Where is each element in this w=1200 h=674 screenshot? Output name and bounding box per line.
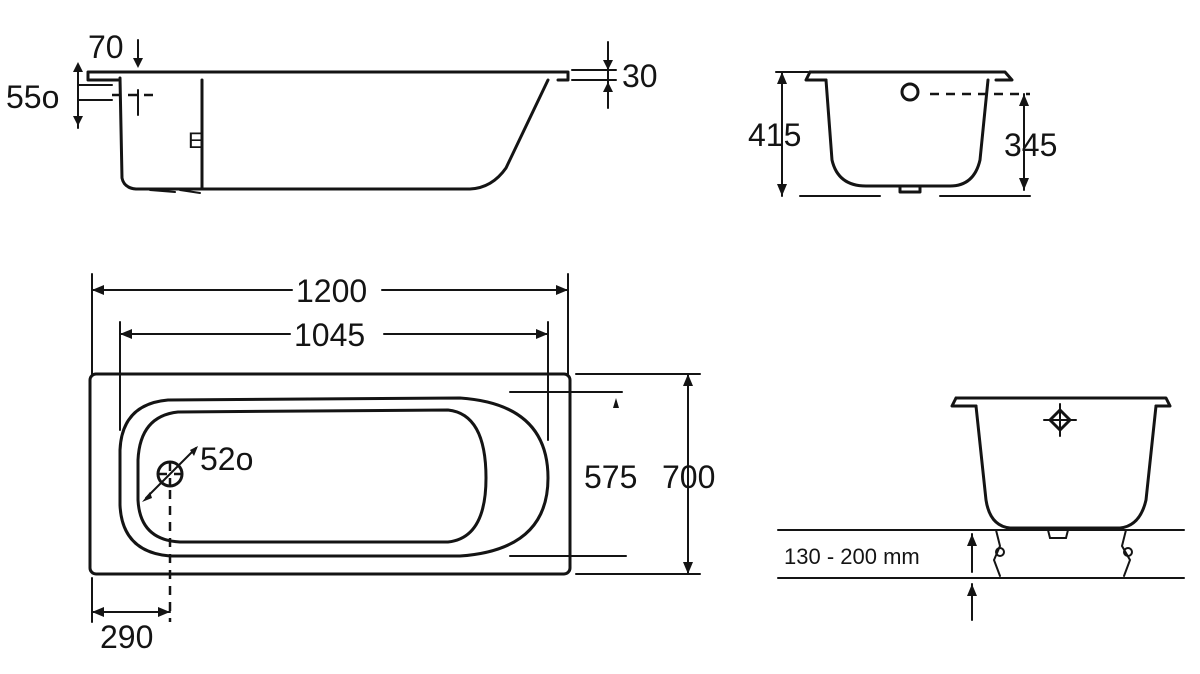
end-view-rim [804,70,1014,82]
dim-575: 575 [584,459,637,495]
dim-52o: 52o [200,441,253,477]
dim-1045: 1045 [294,317,365,353]
dim-130-200-mm: 130 - 200 mm [784,544,920,569]
end-view: 415 345 [748,70,1057,197]
plan-view: 52o 1200 1045 575 700 290 [88,273,715,655]
dim-30: 30 [622,58,658,94]
side-view: E 70 55o 30 [6,29,658,194]
plan-outer-rim [88,372,572,576]
dim-1200: 1200 [296,273,367,309]
side-view-body [118,76,550,191]
dim-345: 345 [1004,127,1057,163]
legs-view: 130 - 200 mm [777,396,1185,621]
side-view-rim [86,70,570,82]
side-view-label-e: E [188,128,203,153]
dim-415: 415 [748,117,801,153]
dim-70: 70 [88,29,124,65]
dim-700: 700 [662,459,715,495]
plan-basin-floor [136,408,488,544]
legs-view-rim [950,396,1172,408]
overflow-hole [900,82,920,102]
dim-55o: 55o [6,79,59,115]
legs-view-body [974,404,1158,530]
end-view-body [824,78,990,188]
plan-inner-basin [118,396,550,558]
dim-290: 290 [100,619,153,655]
